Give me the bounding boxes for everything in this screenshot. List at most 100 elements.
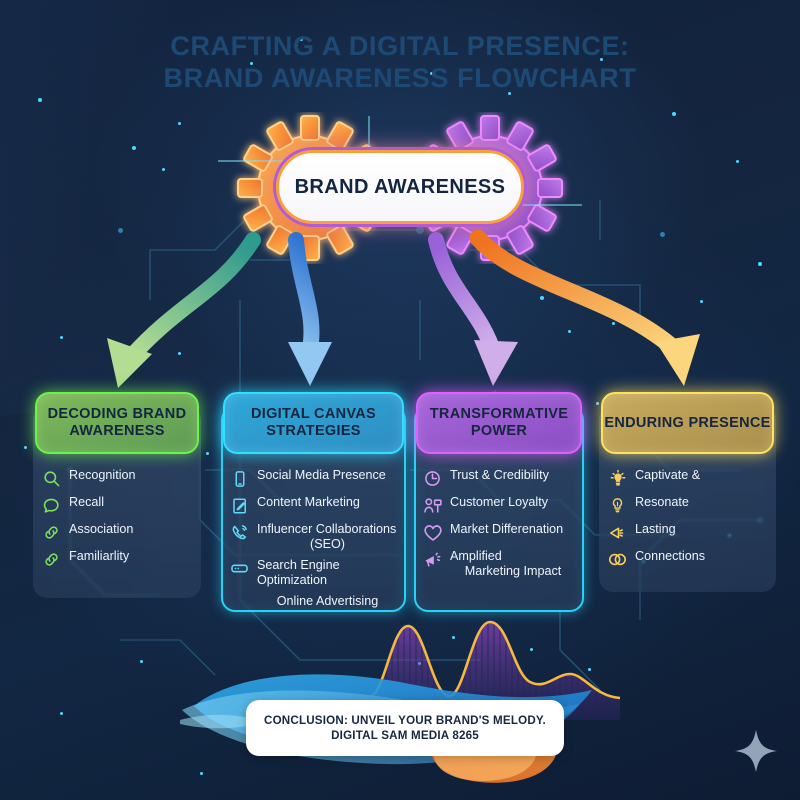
four-point-star-icon xyxy=(735,730,777,772)
list-item-label: Content Marketing xyxy=(257,495,360,509)
heart-icon xyxy=(422,522,443,543)
list-item[interactable]: Lasting xyxy=(607,520,768,543)
interlocking-circles-icon xyxy=(607,549,628,570)
particle xyxy=(736,160,739,163)
column-item-list: Social Media Presence Content Marketing xyxy=(221,466,406,613)
list-item-label: Connections xyxy=(635,549,706,563)
particle xyxy=(300,38,303,41)
conclusion-banner[interactable]: CONCLUSION: UNVEIL YOUR BRAND'S MELODY. … xyxy=(246,700,564,756)
list-item-label: Familiarlity xyxy=(69,549,130,563)
particle xyxy=(38,98,42,102)
particle xyxy=(672,112,676,116)
list-item[interactable]: Customer Loyalty xyxy=(422,493,576,516)
particle xyxy=(178,352,181,355)
column-item-list: Captivate & Resonate xyxy=(599,466,776,574)
speaker-icon xyxy=(607,522,628,543)
list-item-label: Social Media Presence xyxy=(257,468,386,482)
particle xyxy=(700,300,703,303)
chat-bubble-icon xyxy=(41,495,62,516)
column-item-list: Recognition Recall xyxy=(33,466,201,574)
mobile-phone-icon xyxy=(229,468,250,489)
column-heading: DIGITAL CANVAS STRATEGIES xyxy=(250,406,377,439)
list-item-label: Customer Loyalty xyxy=(450,495,548,509)
particle xyxy=(612,322,615,325)
column-heading: TRANSFORMATIVE POWER xyxy=(429,406,569,439)
particle xyxy=(540,296,544,300)
list-item[interactable]: Content Marketing xyxy=(229,493,398,516)
page-title: CRAFTING A DIGITAL PRESENCE: BRAND AWARE… xyxy=(0,30,800,94)
flowchart-columns: DECODING BRAND AWARENESS Recognition xyxy=(0,392,800,612)
list-item[interactable]: Market Differenation xyxy=(422,520,576,543)
list-item[interactable]: Online Advertising xyxy=(229,592,398,609)
title-line-1: CRAFTING A DIGITAL PRESENCE: xyxy=(170,31,630,61)
particle xyxy=(140,660,143,663)
list-item[interactable]: Search Engine Optimization xyxy=(229,556,398,588)
list-item-label: Influencer Collaborations (SEO) xyxy=(257,520,398,552)
lightbulb-rays-icon xyxy=(607,468,628,489)
particle xyxy=(758,262,762,266)
list-item-label-sub: Marketing Impact xyxy=(464,564,562,578)
people-icon xyxy=(422,495,443,516)
list-item-label: Resonate xyxy=(635,495,689,509)
conclusion-line-1: CONCLUSION: UNVEIL YOUR BRAND'S MELODY. xyxy=(264,714,546,727)
phone-ringing-icon xyxy=(229,522,250,543)
list-item-label-main: Amplified xyxy=(450,549,502,563)
list-item[interactable]: Recall xyxy=(41,493,193,516)
particle xyxy=(660,232,665,237)
list-item-label: Captivate & xyxy=(635,468,701,482)
conclusion-text: CONCLUSION: UNVEIL YOUR BRAND'S MELODY. … xyxy=(264,713,546,743)
particle xyxy=(60,336,63,339)
list-item-label: Association xyxy=(69,522,134,536)
particle xyxy=(600,58,603,61)
column-heading-pill[interactable]: TRANSFORMATIVE POWER xyxy=(416,392,582,454)
server-icon xyxy=(229,558,250,579)
particle xyxy=(452,636,455,639)
list-item[interactable]: Familiarlity xyxy=(41,547,193,570)
particle xyxy=(568,330,571,333)
brand-awareness-hero-node[interactable]: BRAND AWARENESS xyxy=(218,112,582,264)
clock-icon xyxy=(422,468,443,489)
particle xyxy=(60,712,63,715)
list-item[interactable]: Captivate & xyxy=(607,466,768,489)
particle xyxy=(250,62,253,65)
list-item-label: Lasting xyxy=(635,522,676,536)
list-item-label-sub: (SEO) xyxy=(310,537,345,551)
particle xyxy=(492,352,495,355)
particle xyxy=(508,92,511,95)
list-item[interactable]: Recognition xyxy=(41,466,193,489)
search-icon xyxy=(41,468,62,489)
list-item[interactable]: Trust & Credibility xyxy=(422,466,576,489)
list-item-label-main: Influencer Collaborations xyxy=(257,522,397,536)
lightbulb-icon xyxy=(607,495,628,516)
megaphone-icon xyxy=(422,549,443,570)
link-icon xyxy=(41,522,62,543)
particle xyxy=(240,700,243,703)
particle xyxy=(430,72,433,75)
list-item[interactable]: Amplified Marketing Impact xyxy=(422,547,576,579)
particle xyxy=(118,228,123,233)
column-heading: ENDURING PRESENCE xyxy=(604,414,771,431)
hero-label: BRAND AWARENESS xyxy=(294,175,506,198)
column-heading-pill[interactable]: DIGITAL CANVAS STRATEGIES xyxy=(223,392,404,454)
list-item-label: Recognition xyxy=(69,468,136,482)
list-item-label: Market Differenation xyxy=(450,522,564,536)
list-item[interactable]: Resonate xyxy=(607,493,768,516)
conclusion-line-2: DIGITAL SAM MEDIA 8265 xyxy=(331,729,479,742)
column-item-list: Trust & Credibility Customer Loyalty xyxy=(414,466,584,583)
list-item[interactable]: Influencer Collaborations (SEO) xyxy=(229,520,398,552)
particle xyxy=(132,146,136,150)
list-item[interactable]: Association xyxy=(41,520,193,543)
particle xyxy=(588,668,591,671)
list-item-label: Amplified Marketing Impact xyxy=(450,547,576,579)
hero-label-pill: BRAND AWARENESS xyxy=(276,150,524,224)
column-heading-pill[interactable]: DECODING BRAND AWARENESS xyxy=(35,392,199,454)
particle xyxy=(530,648,533,651)
list-item[interactable]: Connections xyxy=(607,547,768,570)
particle xyxy=(200,772,203,775)
column-heading: DECODING BRAND AWARENESS xyxy=(47,406,187,439)
list-item[interactable]: Social Media Presence xyxy=(229,466,398,489)
title-line-2: BRAND AWARENESS FLOWCHART xyxy=(163,63,637,93)
list-item-label: Search Engine Optimization xyxy=(257,558,340,587)
column-heading-pill[interactable]: ENDURING PRESENCE xyxy=(601,392,774,454)
